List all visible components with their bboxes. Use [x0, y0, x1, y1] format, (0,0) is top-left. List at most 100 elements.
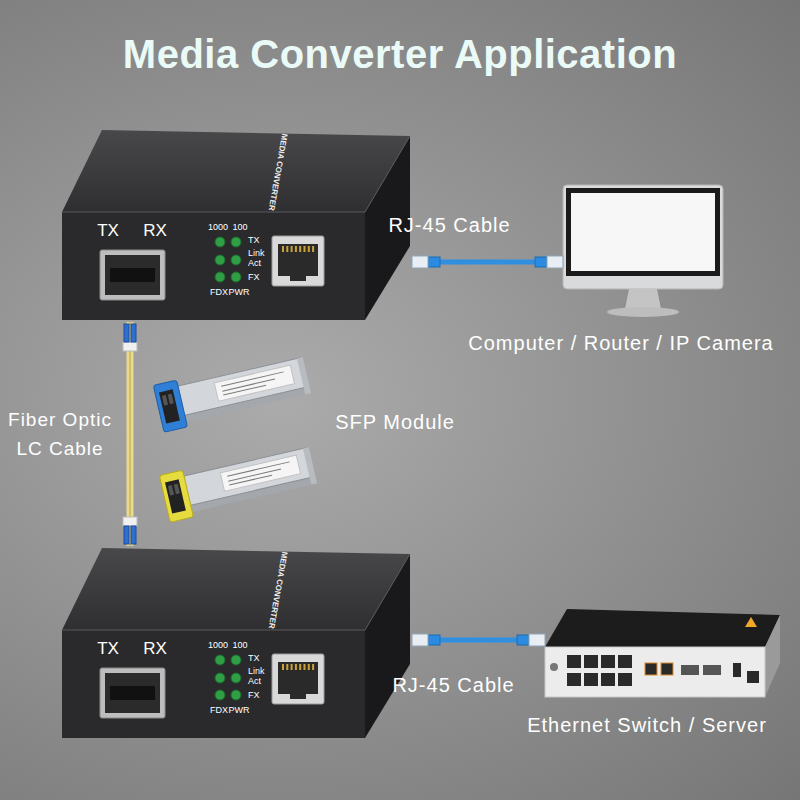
rj45-opening [278, 244, 318, 276]
led-label: 1000 [208, 223, 228, 233]
sfp-end-cap [297, 357, 311, 394]
sfp-port [165, 479, 186, 513]
rj45-pin [304, 664, 306, 670]
monitor-frame [563, 185, 723, 289]
converter-side-face [365, 554, 410, 738]
cable-label: RJ-45 Cable [388, 214, 510, 237]
status-led [231, 255, 241, 265]
monitor-neck [625, 289, 661, 309]
converter-top-face [62, 130, 410, 212]
rj45-plug [412, 256, 428, 268]
led-label: 1000 [208, 641, 228, 651]
sfp-housing-shade [189, 477, 315, 513]
status-led [215, 690, 225, 700]
sfp-port-hole [168, 485, 174, 496]
power-button [550, 663, 558, 671]
switch-port [567, 673, 581, 686]
switch-top-face [545, 609, 780, 647]
media-converter: MEDIA CONVERTERTXRX1000100TXLink ActFXFD… [62, 546, 412, 740]
ethernet-switch: Ethernet Switch / Server [545, 605, 780, 700]
console-port [747, 671, 759, 683]
rj45-plug [547, 256, 563, 268]
port-label: TX [97, 222, 119, 241]
sfp-latch [153, 380, 187, 432]
sticker-print-line [229, 475, 272, 485]
rj45-pin [308, 246, 310, 252]
lc-boot [123, 342, 137, 351]
status-led [231, 655, 241, 665]
device-caption: Computer / Router / IP Camera [468, 332, 773, 354]
sticker-print-line [222, 379, 275, 391]
sticker-print-line [227, 462, 289, 476]
led-label: FDX [210, 288, 228, 298]
status-led [231, 673, 241, 683]
rj45-notch [290, 692, 306, 699]
sticker-print-line [223, 385, 266, 395]
monitor-bezel [566, 188, 720, 276]
converter-edge-highlight [62, 554, 410, 630]
lc-connector [124, 324, 129, 342]
rj45-pin [312, 664, 314, 670]
sfp-slot [105, 255, 160, 295]
warning-sign [745, 617, 757, 627]
rj45-boot [428, 635, 440, 645]
sfp-slot [681, 665, 699, 675]
lc-connector [131, 324, 136, 342]
lc-boot [123, 517, 137, 526]
sfp-cage [100, 250, 165, 300]
diagram-title: Media Converter Application [0, 28, 800, 80]
switch-port [618, 655, 632, 668]
cable-label: RJ-45 Cable [392, 674, 514, 697]
switch-port [567, 655, 581, 668]
rj45-pin [286, 664, 288, 670]
status-led [231, 690, 241, 700]
status-led [215, 255, 225, 265]
switch-side-face [765, 615, 780, 697]
part-label: SFP Module [335, 411, 455, 434]
status-led [215, 272, 225, 282]
switch-port [618, 673, 632, 686]
sfp-cage [100, 668, 165, 718]
switch-port [584, 673, 598, 686]
status-led [215, 655, 225, 665]
lc-connector [131, 526, 136, 544]
media-converter: MEDIA CONVERTERTXRX1000100TXLink ActFXFD… [62, 128, 412, 322]
converter-edge-highlight [62, 136, 410, 212]
status-led [231, 237, 241, 247]
sfp-port-hole [168, 394, 174, 405]
rj45-pin [295, 664, 297, 670]
cable-group [412, 256, 563, 268]
led-label: PWR [229, 706, 250, 716]
rj45-plug [412, 634, 428, 646]
monitor-screen [571, 193, 715, 271]
rj45-pin [282, 664, 284, 670]
node-outline [545, 605, 780, 700]
sfp-label-sticker [220, 455, 300, 491]
sfp-slot-inner [110, 686, 155, 700]
led-label: TX [248, 236, 260, 246]
sfp-housing-shade [183, 387, 309, 423]
cable-group [412, 634, 545, 646]
sfp-slot [105, 673, 160, 713]
switch-port [601, 673, 615, 686]
sfp-end-cap [303, 447, 317, 484]
rj45-pin [286, 246, 288, 252]
ethernet-cable [412, 638, 545, 643]
rj45-notch [290, 274, 306, 281]
sticker-print-line [221, 372, 283, 386]
led-label: TX [248, 654, 260, 664]
led-label: 100 [232, 223, 247, 233]
uplink-port [645, 663, 657, 675]
fiber-strand-divider [130, 322, 131, 546]
led-label: Link Act [248, 666, 270, 686]
sfp-housing [182, 448, 313, 506]
sfp-port-hole [162, 395, 168, 406]
port-label: TX [97, 640, 119, 659]
status-led [215, 237, 225, 247]
sfp-port-hole [174, 484, 180, 495]
rj45-pin [312, 246, 314, 252]
converter-top-face [62, 548, 410, 630]
led-label: Link Act [248, 248, 270, 268]
sfp-port [159, 389, 180, 423]
led-label: PWR [229, 288, 250, 298]
